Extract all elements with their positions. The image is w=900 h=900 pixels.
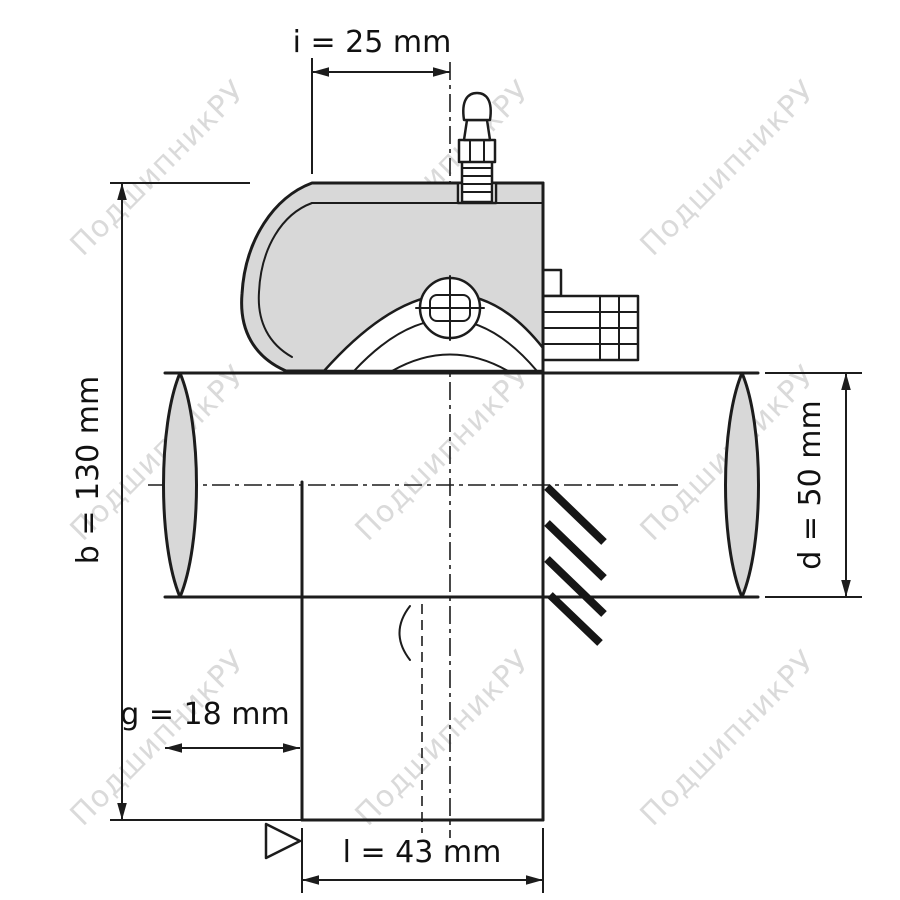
watermark-text: ПодшипникРУ bbox=[634, 644, 823, 833]
shaft bbox=[162, 371, 760, 599]
dimension-g-label: g = 18 mm bbox=[120, 697, 289, 732]
arrowhead bbox=[117, 803, 127, 820]
inner-ring-arc bbox=[391, 353, 509, 372]
housing-section bbox=[240, 181, 545, 373]
hatch-line bbox=[544, 520, 607, 581]
collar-step bbox=[541, 268, 563, 298]
fitting-hex-body bbox=[457, 138, 497, 164]
watermark-text: ПодшипникРУ bbox=[349, 359, 538, 548]
dimension-i-label: i = 25 mm bbox=[293, 25, 452, 60]
arrowhead bbox=[117, 183, 127, 200]
dimension-l: l = 43 mm bbox=[301, 828, 544, 893]
watermark-text: ПодшипникРУ bbox=[634, 74, 823, 263]
hatch-line bbox=[544, 556, 607, 617]
arrowhead bbox=[526, 875, 543, 885]
arrowhead bbox=[433, 67, 450, 77]
dimension-b: b = 130 mm bbox=[71, 182, 302, 821]
dimension-l-label: l = 43 mm bbox=[343, 835, 502, 870]
fitting-thread bbox=[460, 158, 494, 204]
hatch-line bbox=[544, 484, 607, 545]
arrowhead bbox=[312, 67, 329, 77]
arrowhead bbox=[841, 580, 851, 597]
dimension-d: d = 50 mm bbox=[765, 372, 862, 598]
dimension-d-label: d = 50 mm bbox=[793, 400, 828, 569]
watermark-text: ПодшипникРУ bbox=[349, 644, 538, 833]
datum-triangle-marker bbox=[264, 822, 302, 860]
fitting-neck bbox=[462, 118, 492, 142]
flange-hole-arc bbox=[398, 605, 411, 661]
housing-inner-wall bbox=[257, 202, 313, 358]
hatch-line bbox=[547, 592, 603, 646]
watermark-text: ПодшипникРУ bbox=[64, 74, 253, 263]
shaft-break-right bbox=[724, 371, 760, 599]
dimension-g: g = 18 mm bbox=[120, 697, 300, 753]
arrowhead bbox=[283, 743, 300, 753]
locking-collar bbox=[541, 268, 640, 362]
dimension-i: i = 25 mm bbox=[293, 25, 452, 174]
dimension-b-label: b = 130 mm bbox=[71, 376, 106, 565]
arrowhead bbox=[302, 875, 319, 885]
arrowhead bbox=[165, 743, 182, 753]
set-screw-hatch bbox=[544, 484, 607, 646]
grease-fitting bbox=[456, 91, 498, 205]
shaft-break-left bbox=[162, 371, 198, 599]
flange-sleeve bbox=[300, 181, 545, 822]
arrowhead bbox=[841, 373, 851, 390]
fitting-ball-head bbox=[462, 91, 492, 122]
watermark-text: ПодшипникРУ bbox=[64, 644, 253, 833]
